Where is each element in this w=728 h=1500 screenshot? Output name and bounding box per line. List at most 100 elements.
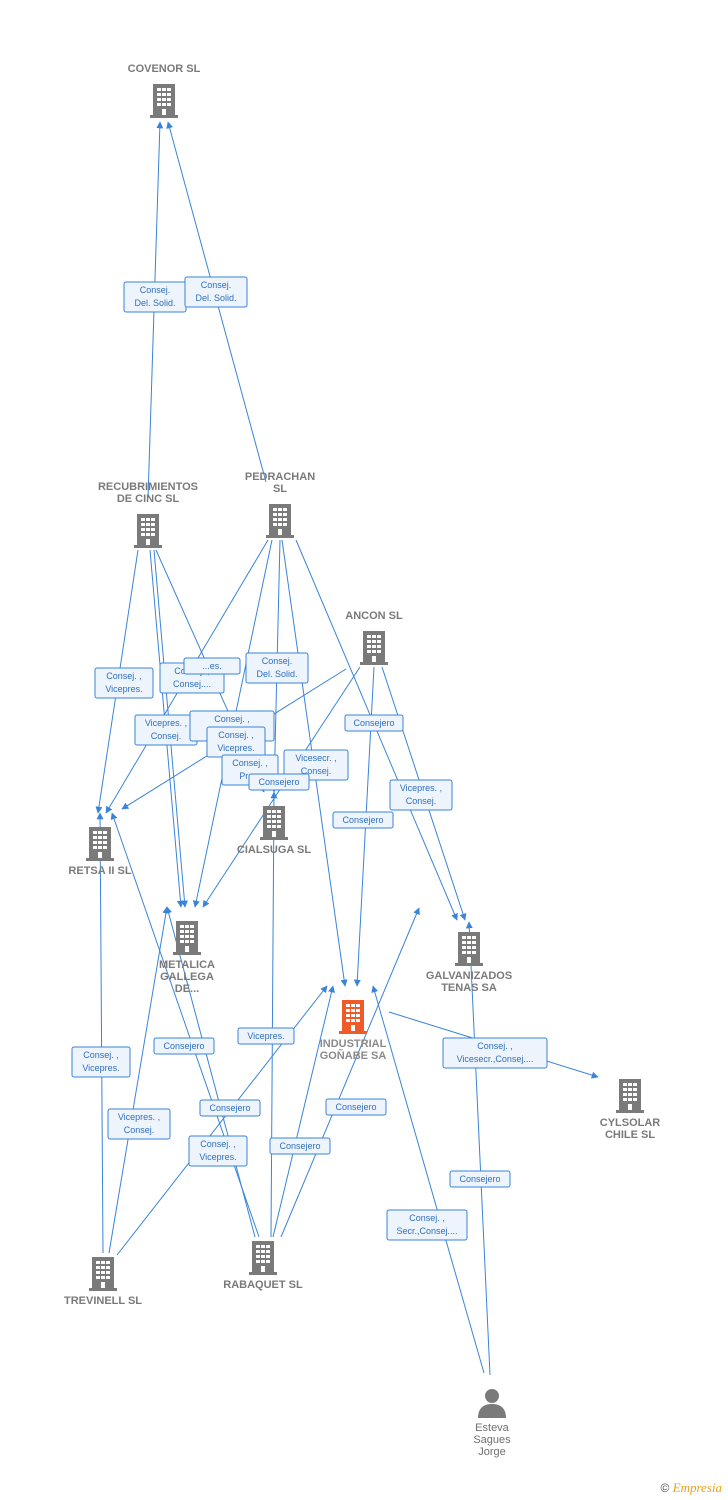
node-label: RECUBRIMIENTOS	[98, 481, 198, 493]
copyright-notice: © Empresia	[660, 1480, 722, 1496]
edge-label-text: Consej. ,	[200, 1139, 236, 1149]
building-icon	[616, 1079, 644, 1113]
edge-label-box[interactable]: Vicepres. ,Consej.	[389, 779, 453, 811]
edge-label-box[interactable]: Consej. Del. Solid.	[184, 276, 248, 308]
node-label: Esteva	[475, 1422, 510, 1434]
edge-label-box[interactable]: Consejero	[344, 714, 404, 732]
edge-label-box[interactable]: Consej. , Vicepres.	[188, 1135, 248, 1167]
edge-label-text: Consej.	[124, 1125, 155, 1135]
edge-label-box[interactable]: Consejero	[153, 1037, 215, 1055]
edge-label-box[interactable]: Vicepres.	[237, 1027, 295, 1045]
edge-label-text: Vicepres.	[199, 1152, 236, 1162]
node-trevinell[interactable]: TREVINELL SL	[64, 1257, 142, 1307]
edge-label-text: Vicepres.	[105, 684, 142, 694]
edge-label-text: Vicepres. ,	[145, 718, 187, 728]
edge-rabaquet-to-galvanizados	[280, 907, 420, 1238]
edge-rabaquet-to-cialsuga	[270, 791, 278, 1238]
edge-label-text: Consej.	[262, 656, 293, 666]
building-icon	[455, 932, 483, 966]
node-label: RETSA II SL	[68, 865, 131, 877]
node-label: INDUSTRIAL	[320, 1038, 387, 1050]
edge-label-box[interactable]: ...es.	[183, 657, 241, 675]
edge-label-box[interactable]: Consej. ,Vicesecr.,Consej....	[442, 1037, 548, 1069]
edge-label-box[interactable]: Consej. , Secr.,Consej....	[386, 1209, 468, 1241]
edge-label-text: Consej. ,	[409, 1213, 445, 1223]
node-metalica[interactable]: METALICAGALLEGADE...	[159, 921, 215, 995]
edge-label-text: Consej.	[406, 796, 437, 806]
edge-label-box[interactable]: Vicepres. , Consej.	[107, 1108, 171, 1140]
edge-label-text: Vicesecr. ,	[295, 753, 336, 763]
node-rabaquet[interactable]: RABAQUET SL	[223, 1241, 303, 1291]
node-ancon[interactable]: ANCON SL	[345, 610, 403, 665]
node-label: METALICA	[159, 959, 215, 971]
edge-rabaquet-to-industrial	[272, 985, 335, 1238]
edge-label-box[interactable]: Consej. ,Vicepres.	[94, 667, 154, 699]
node-label: TREVINELL SL	[64, 1295, 142, 1307]
edge-rabaquet-to-retsa	[110, 812, 260, 1238]
edge-label-text: Vicesecr.,Consej....	[457, 1054, 534, 1064]
edge-label-box[interactable]: Consej. Del. Solid.	[123, 281, 187, 313]
node-label: SL	[273, 483, 287, 495]
edge-label-box[interactable]: Consejero	[199, 1099, 261, 1117]
building-icon	[260, 806, 288, 840]
edge-label-text: Consej.	[201, 280, 232, 290]
edge-label-box[interactable]: Consejero	[269, 1137, 331, 1155]
edge-label-text: Consej. ,	[83, 1050, 119, 1060]
edge-label-text: Consej.	[151, 731, 182, 741]
edge-label-text: Vicepres.	[82, 1063, 119, 1073]
node-cialsuga[interactable]: CIALSUGA SL	[237, 806, 311, 856]
edge-label-box[interactable]: Consej. ,Vicepres.	[206, 726, 266, 758]
edge-label-text: Consejero	[258, 777, 299, 787]
edge-label-text: Consej. ,	[218, 730, 254, 740]
edge-label-box[interactable]: Consejero	[325, 1098, 387, 1116]
node-label: DE...	[175, 983, 199, 995]
copyright-symbol: ©	[660, 1481, 670, 1495]
node-covenor[interactable]: COVENOR SL	[128, 63, 201, 118]
edge-label-text: ...es.	[202, 661, 222, 671]
edge-label-text: Consej.	[140, 285, 171, 295]
edge-esteva-to-industrial	[371, 985, 485, 1374]
building-icon	[150, 84, 178, 118]
edge-esteva-to-galvanizados	[465, 921, 491, 1376]
node-label: DE CINC SL	[117, 493, 180, 505]
empresia-logo[interactable]: Empresia	[672, 1480, 722, 1495]
building-icon	[134, 514, 162, 548]
edge-label-text: Del. Solid.	[195, 293, 236, 303]
edge-label-text: Consej. ,	[214, 714, 250, 724]
person-icon	[478, 1389, 506, 1418]
edge-label-text: Consejero	[209, 1103, 250, 1113]
node-label: GALVANIZADOS	[426, 970, 512, 982]
edge-trevinell-to-retsa	[96, 812, 104, 1254]
node-label: CYLSOLAR	[600, 1117, 661, 1129]
edge-label-text: Consej.	[301, 766, 332, 776]
edge-label-box[interactable]: Consej. , Vicepres.	[71, 1046, 131, 1078]
edge-label-text: Vicepres. ,	[118, 1112, 160, 1122]
edge-label-text: Consej....	[173, 679, 211, 689]
building-icon	[266, 504, 294, 538]
edge-label-text: Vicepres.	[247, 1031, 284, 1041]
building-icon	[86, 827, 114, 861]
edge-label-text: Del. Solid.	[134, 298, 175, 308]
edge-label-text: Consejero	[353, 718, 394, 728]
edge-label-box[interactable]: Consej. Del. Solid.	[245, 652, 309, 684]
edge-label-box[interactable]: Consejero	[248, 773, 310, 791]
edge-label-text: Consej. ,	[232, 758, 268, 768]
edge-label-box[interactable]: Consejero	[332, 811, 394, 829]
node-retsa[interactable]: RETSA II SL	[68, 827, 132, 877]
edge-label-box[interactable]: Consejero	[449, 1170, 511, 1188]
edge-label-box[interactable]: Vicesecr. , Consej.	[283, 749, 349, 781]
building-icon	[339, 1000, 367, 1034]
edge-label-text: Secr.,Consej....	[396, 1226, 457, 1236]
edge-label-box[interactable]: Vicepres. , Consej.	[134, 714, 198, 746]
building-icon	[173, 921, 201, 955]
edge-label-text: Del. Solid.	[256, 669, 297, 679]
edge-labels-layer: Consej.Del. Solid.Consej.Del. Solid.Cons…	[71, 276, 548, 1241]
